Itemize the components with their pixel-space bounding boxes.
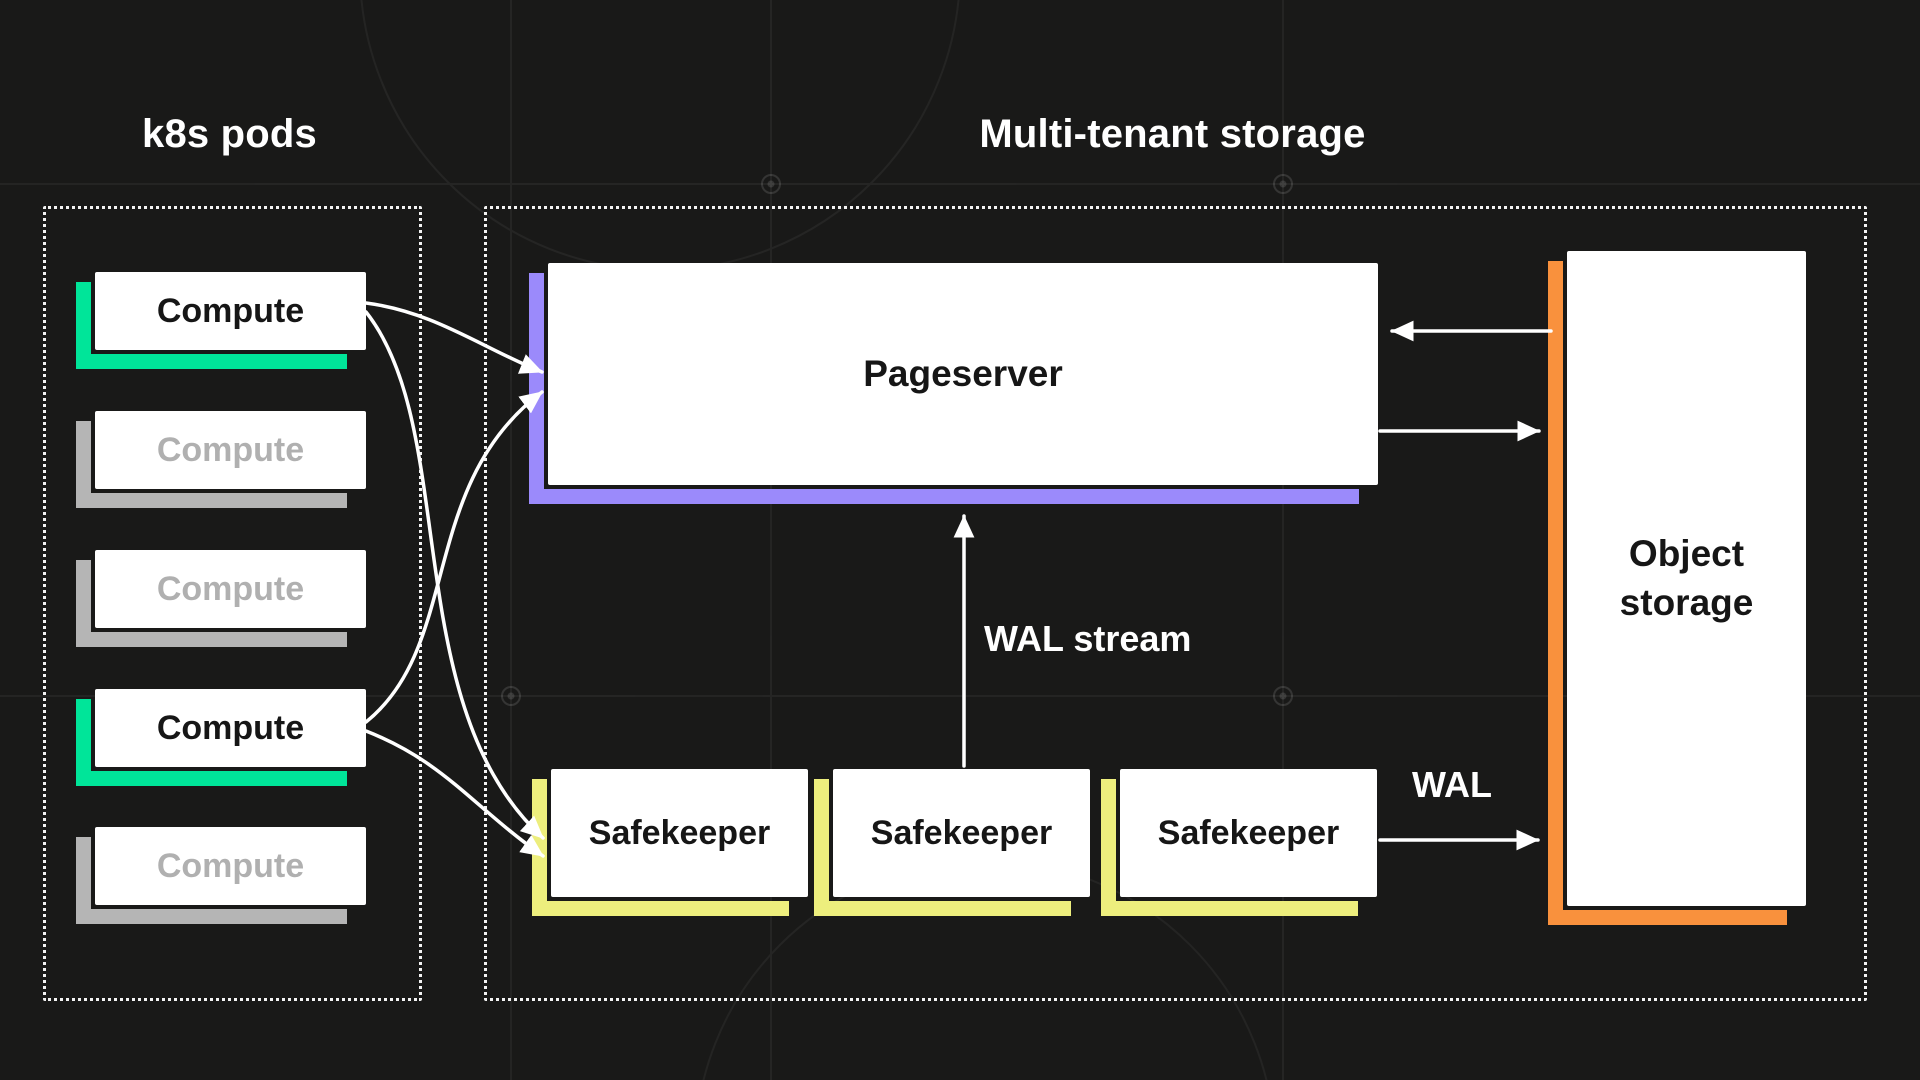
compute-pod-label: Compute [156,430,305,469]
green-accent-bar [76,771,347,786]
gray-accent-bar [76,632,347,647]
wal-label: WAL [1412,764,1492,805]
compute-pod-label: Compute [156,291,305,330]
orange-accent-bar [1548,910,1787,925]
safekeeper-box-2: Safekeeper [814,769,1090,916]
orange-accent-bar [1548,261,1563,925]
yellow-accent-bar [1101,779,1116,916]
yellow-accent-bar [814,779,829,916]
compute-pod-label: Compute [156,846,305,885]
compute-pod-1: Compute [76,272,366,369]
green-accent-bar [76,354,347,369]
pageserver-box: Pageserver [529,263,1378,504]
wal-stream-label: WAL stream [984,618,1192,659]
pageserver-label: Pageserver [863,352,1063,394]
yellow-accent-bar [1101,901,1358,916]
yellow-accent-bar [532,901,789,916]
object-storage-box: Object storage [1548,251,1806,925]
k8s-pods-title: k8s pods [142,112,317,156]
gray-accent-bar [76,421,91,508]
compute-pod-2: Compute [76,411,366,508]
multi-tenant-storage-title: Multi-tenant storage [979,112,1366,156]
compute-pod-5: Compute [76,827,366,924]
gray-accent-bar [76,909,347,924]
purple-accent-bar [529,273,544,504]
gray-accent-bar [76,837,91,924]
compute-pod-label: Compute [156,708,305,747]
object-storage-label: Object storage [1619,533,1754,623]
green-accent-bar [76,282,91,369]
gray-accent-bar [76,493,347,508]
compute-pod-4: Compute [76,689,366,786]
compute-pod-3: Compute [76,550,366,647]
gray-accent-bar [76,560,91,647]
yellow-accent-bar [532,779,547,916]
safekeeper-label: Safekeeper [1157,813,1340,852]
purple-accent-bar [529,489,1359,504]
safekeeper-label: Safekeeper [870,813,1053,852]
safekeeper-label: Safekeeper [588,813,771,852]
compute-pod-label: Compute [156,569,305,608]
yellow-accent-bar [814,901,1071,916]
safekeeper-box-3: Safekeeper [1101,769,1377,916]
safekeeper-box-1: Safekeeper [532,769,808,916]
green-accent-bar [76,699,91,786]
